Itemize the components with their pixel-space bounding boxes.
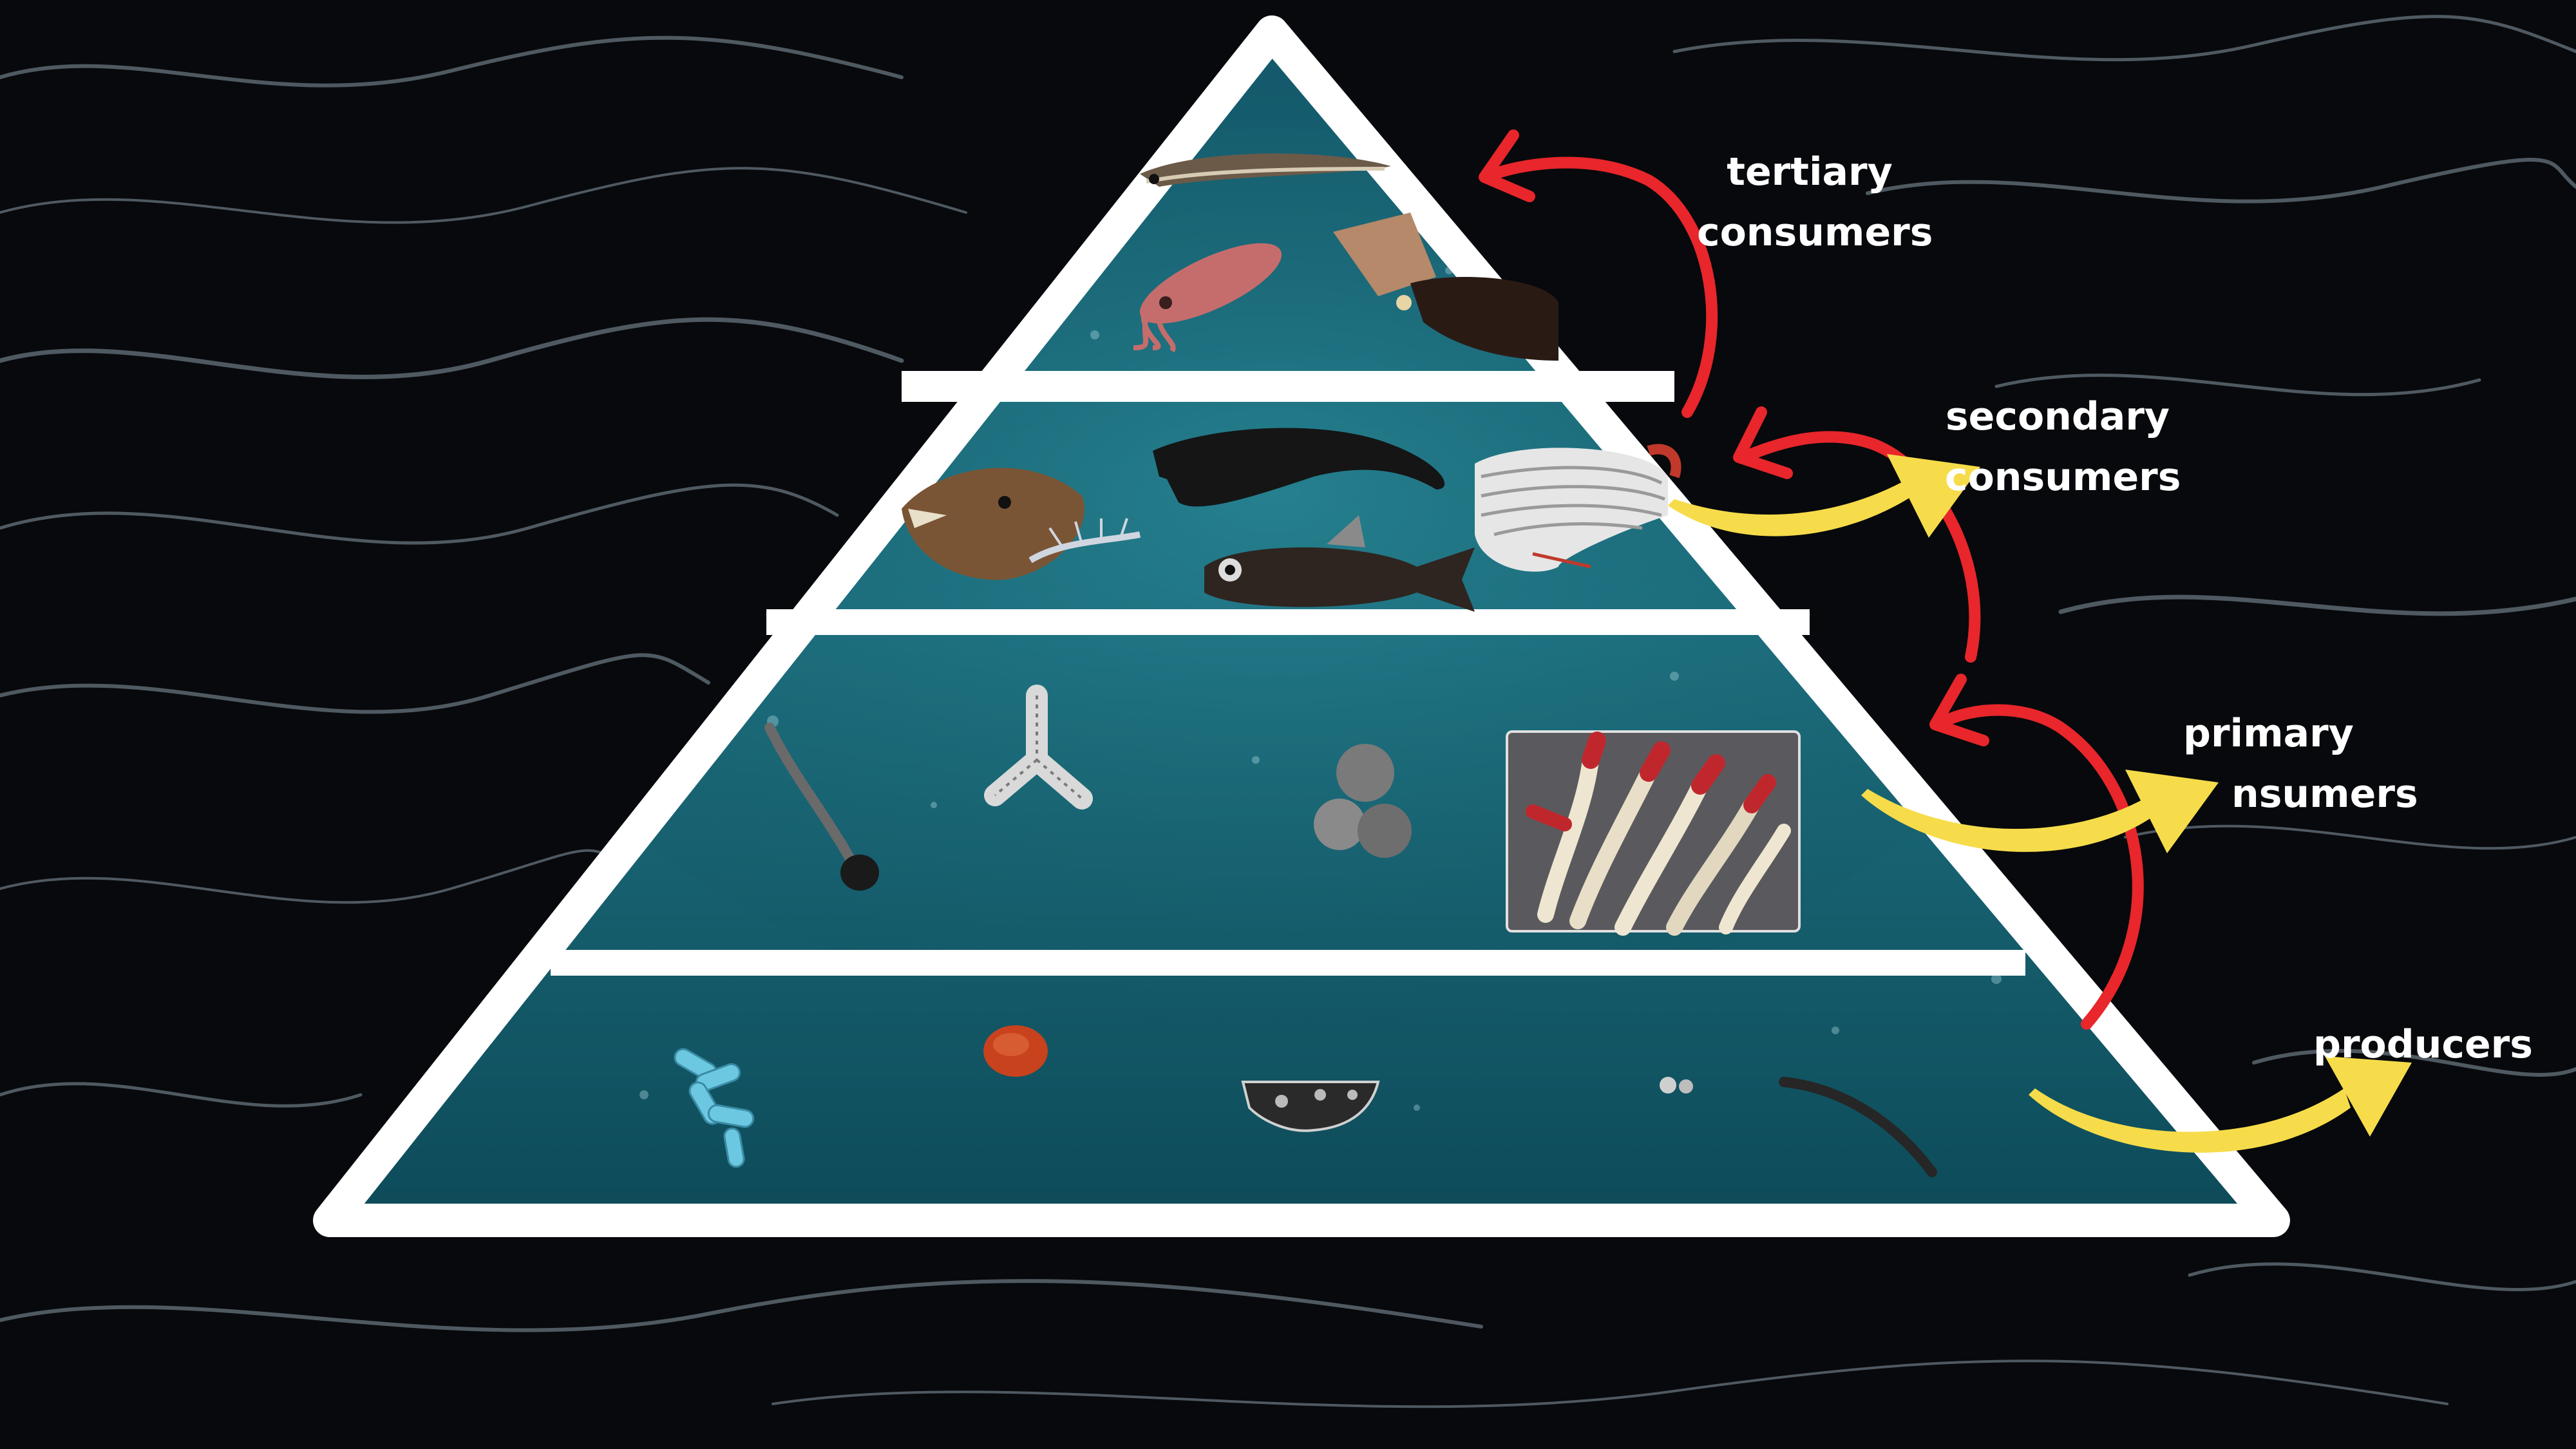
oarfish-icon: [1475, 444, 1681, 572]
yellow-arrow-secondary: [1668, 454, 1980, 538]
radiolarian-icon: [984, 685, 1093, 810]
tertiary-line1: tertiary: [1727, 149, 1893, 194]
primary-line2: nsumers: [2231, 772, 2418, 817]
red-arrow-to-primary: [1939, 704, 2144, 1030]
red-arrow-to-tertiary: [1488, 156, 1718, 418]
yellow-arrow-primary: [1861, 770, 2219, 853]
squid-icon: [1133, 243, 1282, 353]
primary-consumers-label: primary nsumers: [2183, 703, 2418, 824]
yellow-arrow-producers: [2029, 1056, 2412, 1153]
tier-primary: [764, 685, 1801, 936]
tier-tertiary: [1133, 153, 1558, 361]
tier-divider-3: [551, 950, 2025, 976]
gulper-fish-icon: [1153, 428, 1445, 507]
tier-divider-2: [766, 609, 1810, 635]
gulper-eel-icon: [1140, 153, 1391, 187]
red-energy-arrows: [1479, 129, 2144, 1030]
diatom-icon: [1241, 1081, 1380, 1132]
cocci-icon: [1660, 1077, 1693, 1094]
producers-text: producers: [2313, 1022, 2533, 1067]
secondary-line1: secondary: [1945, 394, 2170, 439]
producers-label: producers: [2313, 1014, 2533, 1075]
secondary-line2: consumers: [1945, 455, 2181, 500]
secondary-consumers-label: secondary consumers: [1945, 386, 2181, 507]
tertiary-line2: consumers: [1697, 210, 1933, 255]
bacteria-cluster-icon: [674, 1048, 755, 1168]
primary-line1: primary: [2183, 711, 2354, 756]
tertiary-consumers-label: tertiary consumers: [1697, 142, 1933, 263]
tier-secondary: [902, 428, 1681, 612]
tier-producers: [674, 1025, 1937, 1177]
red-arrow-to-secondary: [1746, 431, 1981, 663]
larvacean-icon: [764, 723, 879, 891]
foraminifera-icon: [1314, 744, 1412, 858]
anglerfish-icon: [902, 468, 1084, 580]
tier-divider-1: [902, 371, 1674, 402]
krill-icon: [1028, 518, 1141, 564]
vampire-squid-icon: [1333, 213, 1558, 361]
tube-worm-photo: [1506, 730, 1801, 936]
algae-cell-icon: [983, 1025, 1048, 1077]
yellow-energy-arrows: [1668, 454, 2412, 1153]
lanternfish-icon: [1204, 515, 1475, 612]
filament-icon: [1779, 1077, 1937, 1177]
